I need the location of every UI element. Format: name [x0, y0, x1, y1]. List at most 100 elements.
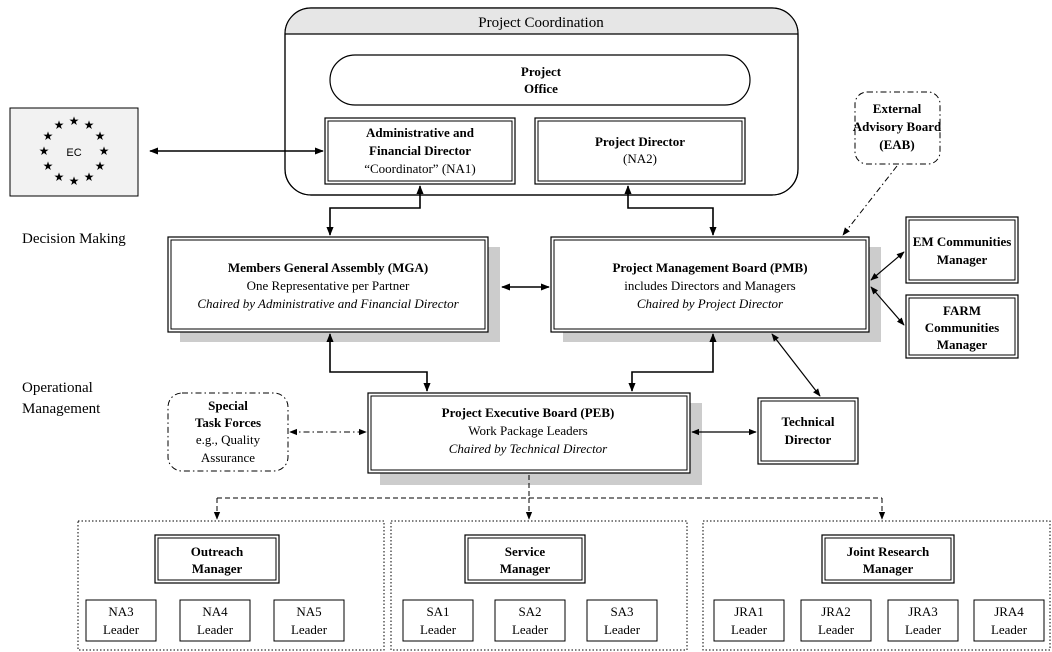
leader-code: JRA1: [734, 604, 764, 619]
admin-director-line-2: Financial Director: [369, 143, 471, 158]
service-manager-line-1: Service: [505, 544, 546, 559]
pmb-chair: Chaired by Project Director: [637, 296, 784, 311]
farm-communities-manager-box: FARM Communities Manager: [905, 294, 1019, 359]
leader-label: Leader: [512, 622, 549, 637]
em-communities-manager-box: EM Communities Manager: [905, 216, 1019, 284]
leader-code: SA3: [610, 604, 633, 619]
leader-label: Leader: [818, 622, 855, 637]
project-director-box: Project Director (NA2): [534, 117, 746, 185]
farm-manager-line-1: FARM: [943, 303, 981, 318]
star-icon: ★: [43, 129, 54, 143]
joint-research-group: Joint Research Manager JRA1 Leader JRA2 …: [702, 520, 1051, 651]
task-forces-line-4: Assurance: [201, 450, 255, 465]
leader-label: Leader: [731, 622, 768, 637]
peb-subtitle: Work Package Leaders: [468, 423, 588, 438]
jr-manager-line-1: Joint Research: [847, 544, 930, 559]
peb-chair: Chaired by Technical Director: [449, 441, 608, 456]
admin-mga-arrow: [326, 185, 424, 236]
star-icon: ★: [95, 159, 106, 173]
leader-label: Leader: [905, 622, 942, 637]
pmb-box: Project Management Board (PMB) includes …: [550, 236, 881, 342]
leader-label: Leader: [197, 622, 234, 637]
peb-box: Project Executive Board (PEB) Work Packa…: [367, 392, 702, 485]
technical-director-line-2: Director: [785, 432, 832, 447]
star-icon: ★: [99, 144, 110, 158]
leader-box: JRA2 Leader: [800, 599, 872, 642]
project-coordination-title: Project Coordination: [478, 15, 604, 31]
mga-subtitle: One Representative per Partner: [247, 278, 410, 293]
peb-title: Project Executive Board (PEB): [442, 405, 615, 420]
star-icon: ★: [69, 114, 80, 128]
outreach-manager-line-1: Outreach: [191, 544, 244, 559]
em-manager-line-1: EM Communities: [913, 234, 1012, 249]
task-forces-line-1: Special: [208, 398, 248, 413]
director-pmb-arrow: [624, 185, 717, 236]
pmb-em-arrow: [870, 251, 905, 281]
project-director-line-2: (NA2): [623, 151, 657, 166]
star-icon: ★: [54, 118, 65, 132]
project-director-line-1: Project Director: [595, 134, 685, 149]
star-icon: ★: [95, 129, 106, 143]
star-icon: ★: [84, 170, 95, 184]
admin-director-line-3: “Coordinator” (NA1): [364, 161, 476, 176]
eab-pmb-arrow: [842, 165, 898, 236]
mga-box: Members General Assembly (MGA) One Repre…: [167, 236, 500, 342]
leader-label: Leader: [604, 622, 641, 637]
mga-title: Members General Assembly (MGA): [228, 260, 428, 275]
leader-label: Leader: [991, 622, 1028, 637]
leader-label: Leader: [420, 622, 457, 637]
eu-stars-icon: ★★★★★★★★★★★★: [39, 114, 110, 188]
pmb-farm-arrow: [870, 286, 905, 326]
special-task-forces-box: Special Task Forces e.g., Quality Assura…: [167, 392, 289, 472]
star-icon: ★: [39, 144, 50, 158]
leader-box: NA5 Leader: [273, 599, 345, 642]
task-forces-line-2: Task Forces: [195, 415, 261, 430]
leader-code: JRA3: [908, 604, 938, 619]
leader-code: SA2: [518, 604, 541, 619]
jr-manager-line-2: Manager: [863, 561, 914, 576]
project-office-label-2: Office: [524, 81, 558, 96]
eab-line-1: External: [873, 101, 922, 116]
admin-financial-director-box: Administrative and Financial Director “C…: [324, 117, 516, 185]
outreach-manager-line-2: Manager: [192, 561, 243, 576]
leader-box: SA2 Leader: [494, 599, 566, 642]
leader-label: Leader: [291, 622, 328, 637]
service-group: Service Manager SA1 Leader SA2 Leader SA…: [390, 520, 688, 651]
leader-box: JRA4 Leader: [973, 599, 1045, 642]
leader-code: JRA4: [994, 604, 1024, 619]
operational-label-1: Operational: [22, 380, 93, 396]
star-icon: ★: [54, 170, 65, 184]
leader-code: NA5: [296, 604, 321, 619]
technical-director-box: Technical Director: [757, 397, 859, 465]
leader-box: SA3 Leader: [586, 599, 658, 642]
leader-code: NA4: [202, 604, 228, 619]
em-manager-line-2: Manager: [937, 252, 988, 267]
pmb-peb-arrow: [628, 333, 717, 392]
operational-label-2: Management: [22, 401, 101, 417]
eab-line-3: (EAB): [879, 137, 914, 152]
pmb-title: Project Management Board (PMB): [612, 260, 807, 275]
leader-box: JRA1 Leader: [713, 599, 785, 642]
service-manager-line-2: Manager: [500, 561, 551, 576]
leader-box: NA3 Leader: [85, 599, 157, 642]
farm-manager-line-2: Communities: [925, 320, 999, 335]
star-icon: ★: [69, 174, 80, 188]
task-forces-line-3: e.g., Quality: [196, 432, 261, 447]
star-icon: ★: [43, 159, 54, 173]
mga-peb-arrow: [326, 333, 431, 392]
leader-label: Leader: [103, 622, 140, 637]
technical-director-line-1: Technical: [782, 414, 835, 429]
pmb-subtitle: includes Directors and Managers: [624, 278, 795, 293]
leader-code: JRA2: [821, 604, 851, 619]
project-office-label-1: Project: [521, 64, 562, 79]
farm-manager-line-3: Manager: [937, 337, 988, 352]
admin-director-line-1: Administrative and: [366, 125, 475, 140]
outreach-group: Outreach Manager NA3 Leader NA4 Leader N…: [77, 520, 385, 651]
decision-making-label: Decision Making: [22, 231, 126, 247]
ec-label: EC: [66, 147, 81, 159]
ec-box: ★★★★★★★★★★★★ EC: [9, 107, 139, 197]
external-advisory-board-box: External Advisory Board (EAB): [853, 91, 942, 165]
pmb-technical-arrow: [771, 333, 821, 397]
